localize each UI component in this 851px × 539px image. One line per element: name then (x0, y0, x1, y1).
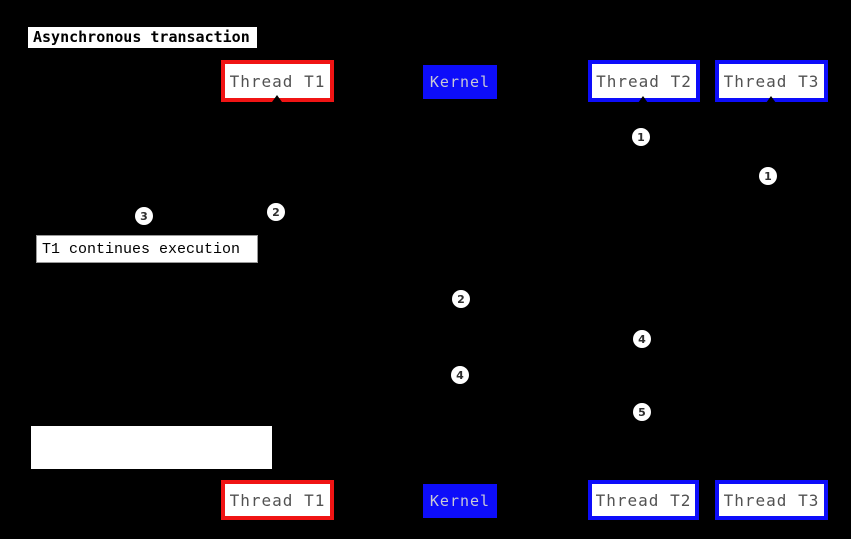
actor-kernel-bottom-label: Kernel (429, 492, 491, 510)
actor-thread-t3-top: Thread T3 (715, 60, 828, 102)
actor-thread-t3-bottom-label: Thread T3 (723, 490, 820, 510)
step-badge: 5 (633, 403, 651, 421)
note-t1-continues-execution: T1 continues execution (36, 235, 258, 263)
actor-thread-t2-bottom: Thread T2 (588, 480, 699, 520)
actor-kernel-bottom: Kernel (423, 484, 497, 518)
step-badge: 1 (632, 128, 650, 146)
step-badge: 2 (452, 290, 470, 308)
actor-thread-t3-top-label: Thread T3 (723, 71, 820, 91)
actor-kernel-top: Kernel (423, 65, 497, 99)
lifeline-arrowhead-icon (638, 96, 648, 103)
actor-kernel-top-label: Kernel (429, 73, 491, 91)
actor-thread-t1-bottom: Thread T1 (221, 480, 334, 520)
actor-thread-t2-top-label: Thread T2 (596, 71, 692, 91)
lifeline-arrowhead-icon (766, 96, 776, 103)
actor-thread-t3-bottom: Thread T3 (715, 480, 828, 520)
actor-thread-t1-top-label: Thread T1 (229, 71, 326, 91)
step-badge: 1 (759, 167, 777, 185)
actor-thread-t1-bottom-label: Thread T1 (229, 490, 326, 510)
step-badge: 4 (633, 330, 651, 348)
step-badge: 2 (267, 203, 285, 221)
step-badge: 4 (451, 366, 469, 384)
blank-note-box (31, 426, 272, 469)
actor-thread-t2-bottom-label: Thread T2 (595, 490, 692, 510)
step-badge: 3 (135, 207, 153, 225)
lifeline-arrowhead-icon (272, 95, 282, 102)
diagram-title: Asynchronous transaction (28, 27, 257, 48)
